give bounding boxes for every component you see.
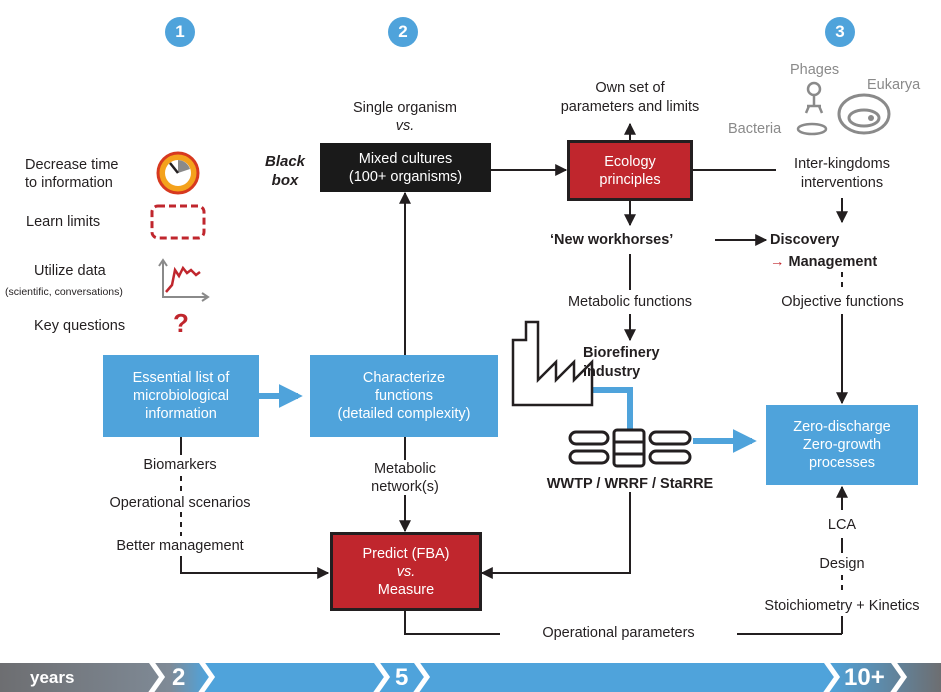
legend-utilize-sub: (scientific, conversations) [5, 286, 123, 298]
step-1-number: 1 [175, 22, 185, 41]
red-arrow-icon: → [770, 254, 789, 270]
single-organism-label: Single organism [353, 100, 457, 116]
timer-icon [156, 151, 200, 195]
step-3-number: 3 [835, 22, 845, 41]
better-management-label: Better management [116, 538, 244, 554]
timeline-10: 10+ [844, 664, 885, 691]
new-workhorses-label: ‘New workhorses’ [550, 232, 674, 248]
operational-parameters-label: Operational parameters [542, 625, 695, 641]
biorefinery-label: Biorefinery industry [583, 345, 660, 380]
mixed-cultures-text: Mixed cultures (100+ organisms) [348, 150, 463, 185]
wwtp-basins-icon [568, 428, 692, 468]
management-line: → Management [770, 254, 877, 271]
zero-discharge-box: Zero-discharge Zero-growth processes [766, 405, 918, 485]
bacteria-icon [796, 122, 828, 136]
step-2-badge: 2 [388, 17, 418, 47]
biomarkers-label: Biomarkers [143, 457, 217, 473]
eukarya-label: Eukarya [867, 77, 921, 93]
step-3-badge: 3 [825, 17, 855, 47]
metabolic-network-label: Metabolic network(s) [371, 461, 439, 495]
design-label: Design [819, 556, 865, 572]
stoichiometry-kinetics-label: Stoichiometry + Kinetics [764, 598, 920, 614]
inter-kingdoms-label: Inter-kingdoms interventions [794, 156, 890, 191]
timeline-years: years [30, 668, 75, 687]
ecology-principles-text: Ecology principles [599, 153, 661, 188]
eukarya-icon [837, 93, 891, 135]
phages-label: Phages [790, 62, 840, 78]
black-box-label: Black box [264, 153, 306, 189]
characterize-functions-text: Characterize functions (detailed complex… [337, 370, 471, 422]
bacteria-label: Bacteria [728, 121, 782, 137]
essential-list-box: Essential list of microbiological inform… [103, 355, 259, 437]
lca-label: LCA [827, 517, 857, 533]
discovery-label: Discovery [770, 232, 840, 248]
question-icon: ? [173, 308, 189, 338]
step-1-badge: 1 [165, 17, 195, 47]
management-label: Management [788, 254, 878, 270]
zero-discharge-text: Zero-discharge Zero-growth processes [793, 419, 891, 471]
essential-list-text: Essential list of microbiological inform… [132, 370, 230, 422]
wwtp-label: WWTP / WRRF / StaRRE [546, 476, 714, 492]
own-set-label: Own set of parameters and limits [560, 80, 700, 115]
factory-icon [511, 320, 594, 407]
timeline-5: 5 [395, 664, 409, 691]
characterize-functions-box: Characterize functions (detailed complex… [310, 355, 498, 437]
operational-scenarios-label: Operational scenarios [109, 495, 251, 511]
legend-key-questions: Key questions [34, 318, 126, 334]
measure-text: Measure [377, 581, 435, 598]
step-2-number: 2 [398, 22, 408, 41]
metabolic-functions-label: Metabolic functions [567, 294, 693, 310]
predict-measure-box: Predict (FBA) vs. Measure [330, 532, 482, 611]
legend-utilize-data: Utilize data [34, 263, 106, 279]
objective-functions-label: Objective functions [781, 294, 904, 310]
legend-decrease-time: Decrease time to information [25, 157, 119, 191]
data-chart-icon [158, 258, 210, 302]
phage-icon [804, 81, 824, 114]
single-vs-label: vs. [395, 118, 415, 134]
mixed-cultures-box: Mixed cultures (100+ organisms) [320, 143, 491, 192]
legend-learn-limits: Learn limits [26, 214, 101, 230]
limits-icon [150, 204, 206, 240]
timeline-2: 2 [172, 664, 186, 691]
predict-vs-text: vs. [396, 563, 416, 580]
ecology-principles-box: Ecology principles [567, 140, 693, 201]
predict-text: Predict (FBA) [362, 545, 450, 562]
